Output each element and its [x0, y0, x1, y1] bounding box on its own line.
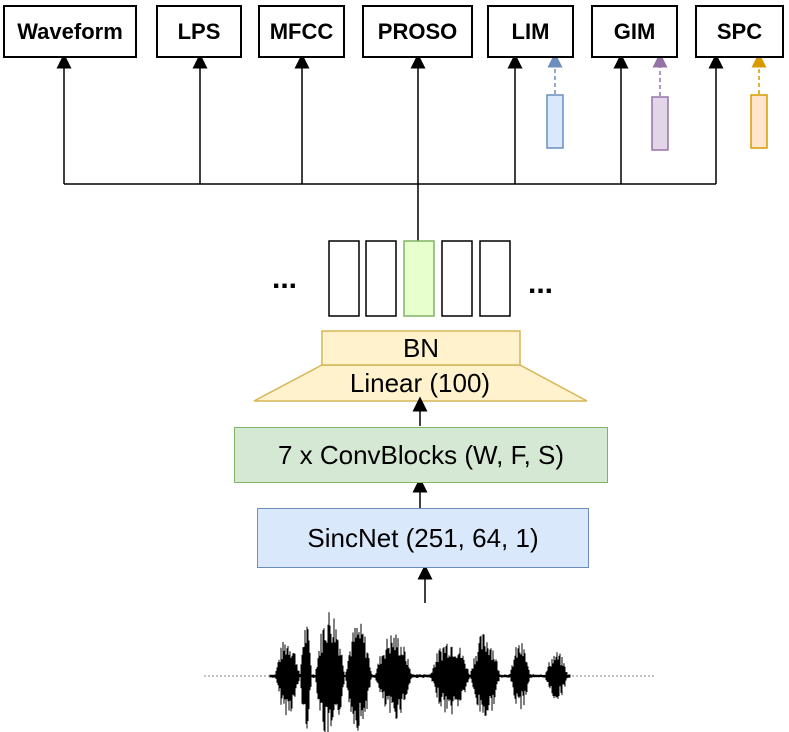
lim-sample-marker [546, 94, 564, 149]
ellipsis-left: ... [272, 262, 298, 295]
frame-box-2 [365, 240, 397, 317]
convblocks-box: 7 x ConvBlocks (W, F, S) [234, 427, 608, 483]
waveform-trace [269, 612, 571, 732]
gim-sample-marker [651, 96, 669, 151]
linear-label: Linear (100) [349, 367, 491, 398]
worker-mfcc: MFCC [258, 5, 345, 58]
worker-label: MFCC [269, 18, 334, 44]
worker-lim: LIM [487, 5, 574, 58]
sincnet-label: SincNet (251, 64, 1) [307, 522, 539, 553]
worker-label: GIM [613, 18, 656, 44]
worker-waveform: Waveform [3, 5, 137, 58]
frame-box-5 [479, 240, 511, 317]
spc-sample-marker [750, 94, 768, 149]
worker-gim: GIM [591, 5, 678, 58]
worker-label: Waveform [17, 18, 123, 44]
worker-label: PROSO [377, 18, 458, 44]
sincnet-box: SincNet (251, 64, 1) [257, 508, 589, 568]
worker-label: SPC [716, 18, 763, 44]
frame-box-current [403, 240, 435, 317]
bn-label: BN [402, 332, 440, 363]
frame-box-1 [328, 240, 360, 317]
worker-proso: PROSO [362, 5, 473, 58]
worker-label: LPS [177, 18, 221, 44]
bn-rect [321, 330, 521, 366]
convblocks-label: 7 x ConvBlocks (W, F, S) [277, 439, 565, 470]
ellipsis-right: ... [528, 267, 554, 300]
worker-lps: LPS [156, 5, 242, 58]
speech-waveform [269, 612, 571, 732]
frame-box-4 [441, 240, 473, 317]
worker-spc: SPC [695, 5, 784, 58]
worker-label: LIM [511, 18, 550, 44]
